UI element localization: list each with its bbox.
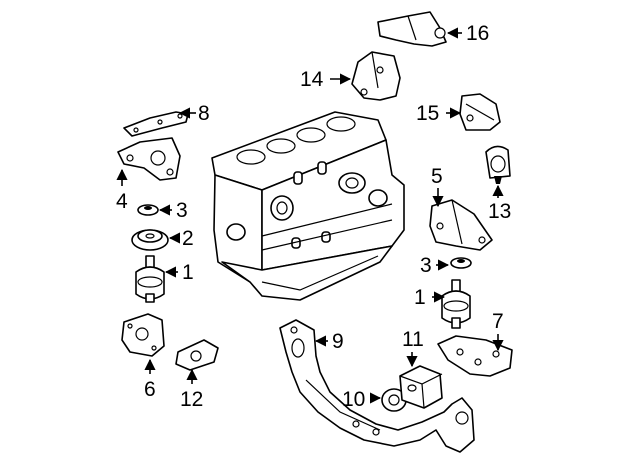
callout-13: 13 bbox=[488, 200, 511, 223]
callout-6: 6 bbox=[144, 378, 156, 401]
bushing-part-10 bbox=[381, 388, 407, 412]
callout-labels: 16 14 8 15 13 4 3 2 1 6 12 5 3 1 7 9 10 … bbox=[116, 22, 511, 411]
bracket-part-7 bbox=[437, 335, 513, 377]
pad-part-2 bbox=[131, 229, 169, 251]
callout-2: 2 bbox=[182, 227, 194, 250]
callout-8: 8 bbox=[198, 102, 210, 125]
callout-14: 14 bbox=[300, 68, 324, 91]
mount-part-1-right bbox=[441, 279, 471, 329]
crossmember-part-9 bbox=[279, 319, 475, 453]
bracket-part-4 bbox=[117, 137, 181, 181]
callout-12: 12 bbox=[180, 388, 203, 411]
bracket-part-8 bbox=[123, 111, 189, 137]
callout-1-left: 1 bbox=[182, 261, 194, 284]
callout-11: 11 bbox=[402, 328, 424, 351]
washer-part-3-right bbox=[450, 257, 472, 269]
washer-part-3-left bbox=[137, 204, 159, 216]
callout-16: 16 bbox=[466, 22, 489, 45]
callout-7: 7 bbox=[492, 310, 504, 333]
plate-part-12 bbox=[175, 339, 219, 371]
callout-3-right: 3 bbox=[420, 254, 432, 277]
callout-4: 4 bbox=[116, 190, 128, 213]
mount-part-13 bbox=[485, 145, 511, 184]
bracket-part-14 bbox=[351, 51, 401, 101]
callout-15: 15 bbox=[416, 102, 439, 125]
leader-lines bbox=[116, 27, 504, 404]
bracket-part-5 bbox=[429, 199, 493, 251]
bracket-part-15 bbox=[459, 93, 501, 131]
callout-10: 10 bbox=[342, 388, 365, 411]
callout-1-right: 1 bbox=[414, 286, 426, 309]
callout-9: 9 bbox=[332, 330, 344, 353]
callout-3-left: 3 bbox=[176, 199, 188, 222]
mount-part-11 bbox=[399, 365, 443, 409]
bracket-part-16 bbox=[377, 11, 447, 47]
callout-5: 5 bbox=[431, 165, 443, 188]
mount-part-1-left bbox=[135, 255, 165, 303]
engine-block bbox=[211, 111, 405, 301]
bracket-part-6 bbox=[121, 313, 165, 357]
